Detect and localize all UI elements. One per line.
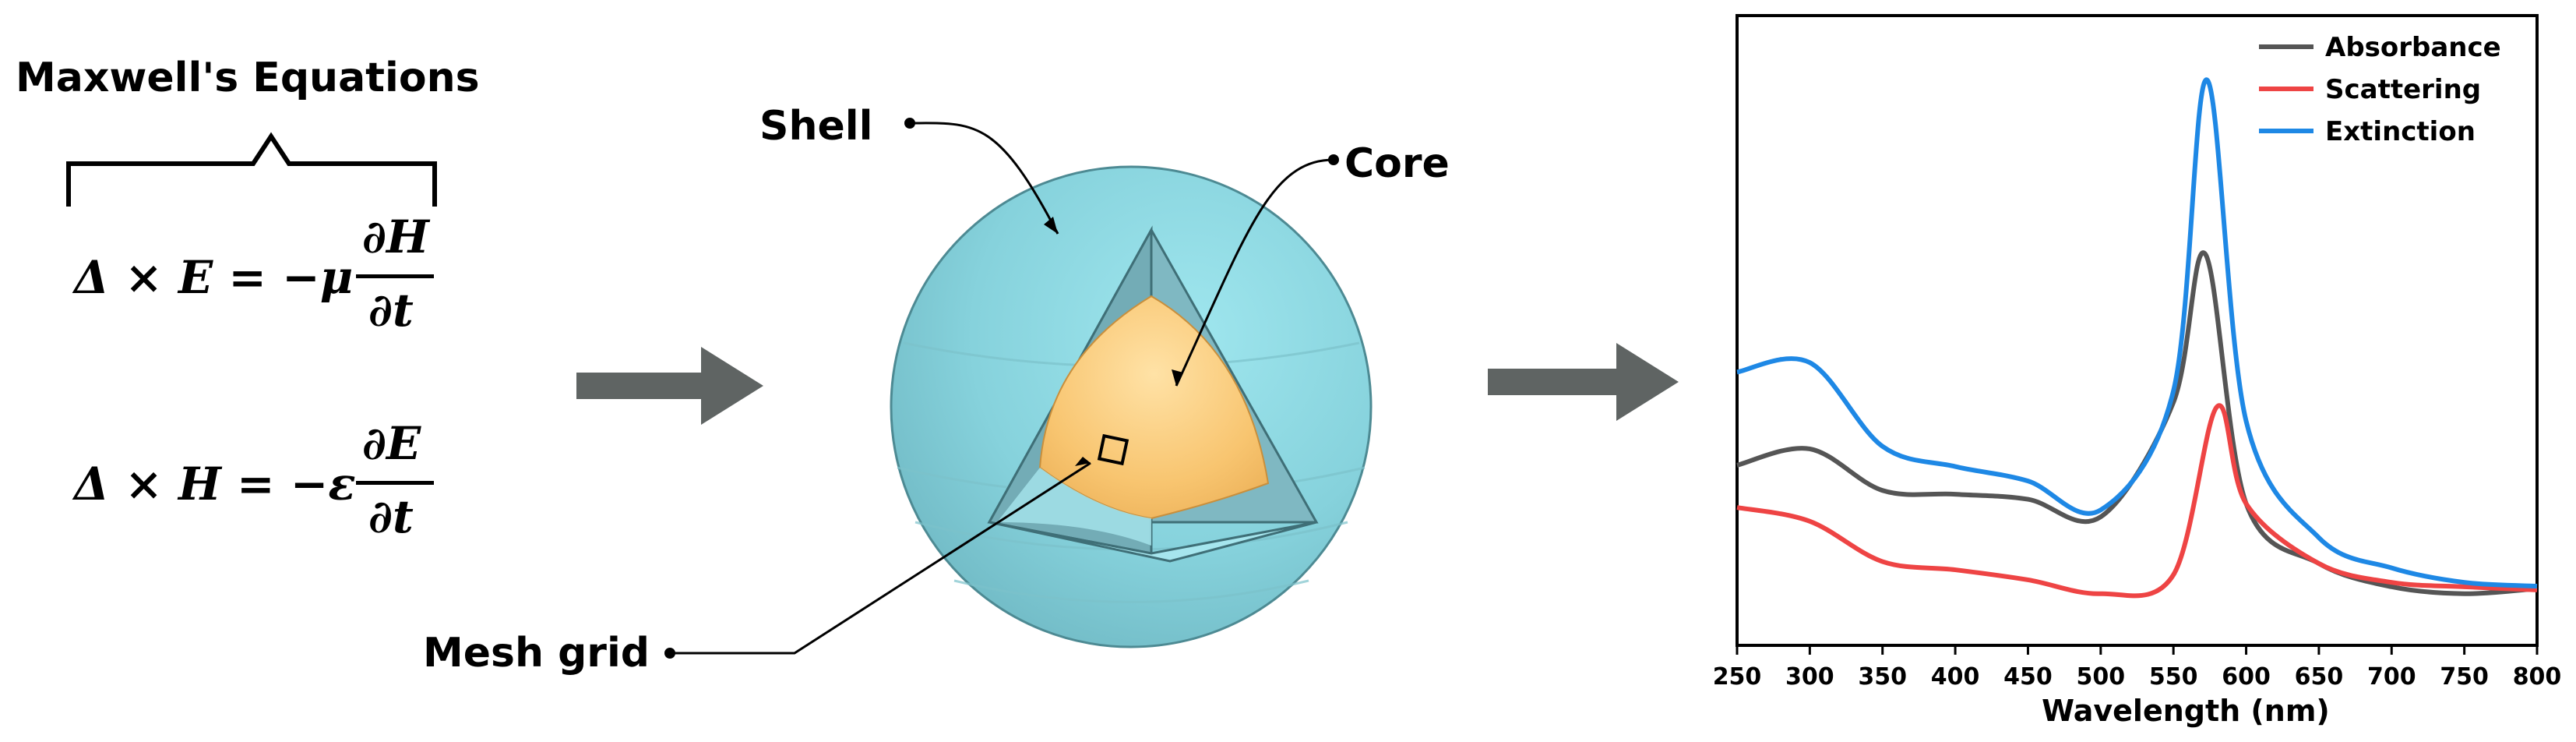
equation-2-denominator: ∂t	[368, 490, 414, 543]
x-tick-label: 550	[2149, 663, 2198, 691]
legend-label: Scattering	[2325, 74, 2481, 105]
mesh-grid-label: Mesh grid	[423, 630, 650, 677]
right-arrow-icon	[576, 347, 763, 425]
equation-1-denominator: ∂t	[368, 284, 414, 337]
x-tick-label: 250	[1713, 663, 1762, 691]
equations-title: Maxwell's Equations	[16, 55, 480, 101]
spectra-chart: 250 300 350 400 450 500 550 600 650 700 750 800 Abs…	[1713, 14, 2562, 728]
x-axis-label: Wavelength (nm)	[2042, 694, 2330, 728]
legend-label: Absorbance	[2325, 32, 2501, 63]
core-region	[1038, 295, 1270, 520]
x-tick-label: 500	[2077, 663, 2126, 691]
equation-1-numerator: ∂H	[362, 210, 429, 263]
right-arrow-icon	[1488, 343, 1679, 421]
core-label: Core	[1344, 140, 1450, 187]
maxwell-equation-2: Δ × H = −ε ∂E ∂t	[74, 417, 463, 557]
core-shell-model	[890, 165, 1373, 648]
maxwell-equation-1: Δ × E = −μ ∂H ∂t	[74, 210, 463, 351]
fraction-bar	[356, 274, 434, 278]
equation-1-lhs: Δ × E = −μ	[74, 251, 354, 304]
plot-frame	[1736, 14, 2539, 647]
series-line-extinction	[1736, 77, 2538, 589]
x-tick-label: 400	[1931, 663, 1980, 691]
x-tick-label: 300	[1785, 663, 1834, 691]
x-tick-label: 600	[2222, 663, 2271, 691]
fraction-bar	[356, 481, 434, 485]
x-tick-label: 750	[2440, 663, 2489, 691]
x-tick-label: 350	[1858, 663, 1907, 691]
series-line-absorbance	[1736, 250, 2538, 596]
equation-2-numerator: ∂E	[362, 417, 421, 470]
legend-label: Extinction	[2325, 116, 2476, 147]
mesh-grid-marker	[1097, 433, 1129, 466]
equation-2-lhs: Δ × H = −ε	[74, 458, 356, 511]
x-tick-label: 650	[2295, 663, 2344, 691]
x-tick-label: 800	[2513, 663, 2562, 691]
curly-brace-icon	[66, 132, 437, 207]
x-tick-label: 700	[2367, 663, 2416, 691]
x-tick-label: 450	[2003, 663, 2053, 691]
series-line-scattering	[1736, 403, 2538, 599]
shell-label: Shell	[759, 103, 873, 150]
